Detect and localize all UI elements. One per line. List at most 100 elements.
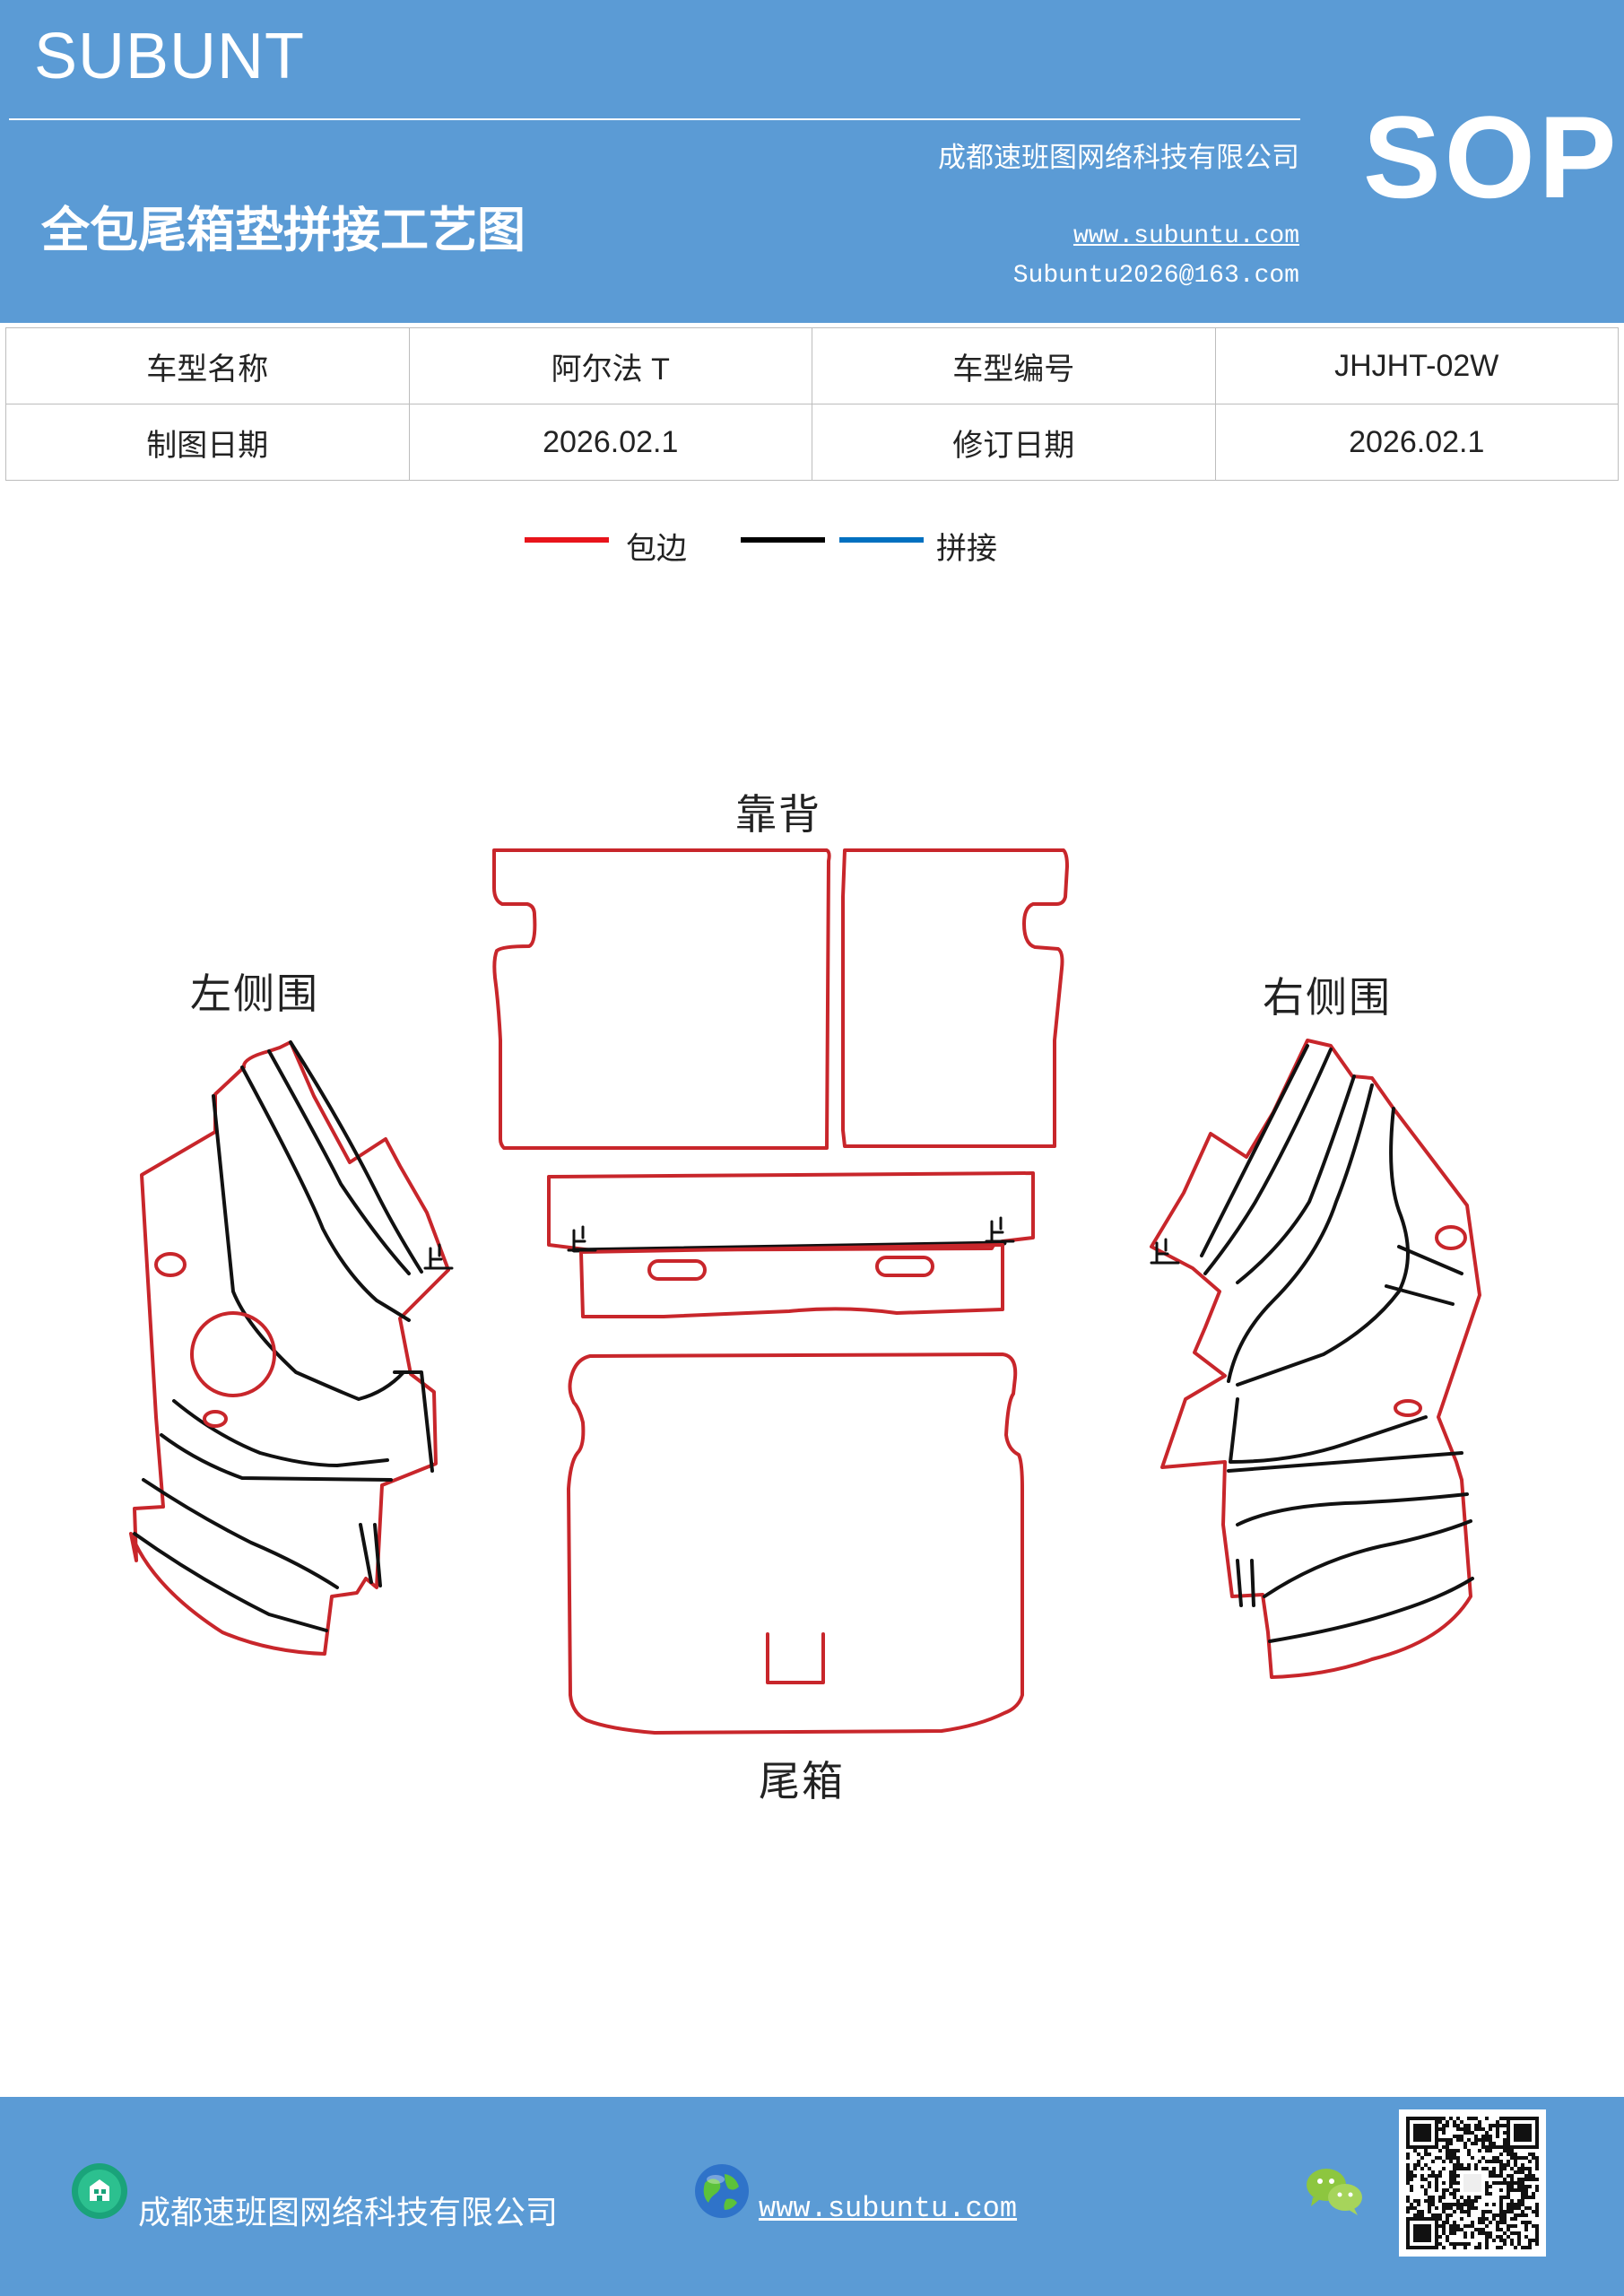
qr-module — [1521, 2203, 1524, 2206]
qr-module — [1446, 2124, 1449, 2127]
qr-module — [1535, 2224, 1539, 2228]
qr-module — [1496, 2156, 1499, 2160]
qr-module — [1524, 2178, 1528, 2181]
qr-module — [1467, 2196, 1471, 2199]
qr-module — [1481, 2138, 1485, 2142]
qr-module — [1489, 2138, 1492, 2142]
qr-module — [1453, 2231, 1456, 2235]
qr-module — [1507, 2149, 1510, 2152]
qr-module — [1492, 2156, 1496, 2160]
qr-module — [1424, 2188, 1428, 2192]
qr-module — [1514, 2163, 1517, 2167]
qr-module — [1431, 2160, 1435, 2163]
right-seam-2 — [1203, 1048, 1333, 1275]
qr-module — [1420, 2213, 1424, 2217]
qr-module — [1499, 2160, 1503, 2163]
qr-module — [1489, 2160, 1492, 2163]
qr-module — [1417, 2203, 1420, 2206]
qr-module — [1489, 2192, 1492, 2196]
table-cell: 车型名称 — [5, 327, 410, 404]
qr-module — [1514, 2246, 1517, 2249]
qr-module — [1499, 2152, 1503, 2156]
table-cell: 阿尔法 T — [408, 327, 812, 404]
qr-module — [1503, 2163, 1507, 2167]
qr-module — [1532, 2178, 1535, 2181]
qr-module — [1528, 2178, 1532, 2181]
qr-module — [1499, 2235, 1503, 2239]
qr-module — [1442, 2167, 1446, 2170]
qr-module — [1463, 2124, 1467, 2127]
qr-module — [1474, 2199, 1478, 2203]
middle-strip-lower — [579, 1243, 1004, 1318]
qr-module — [1449, 2242, 1453, 2246]
footer-website-link[interactable]: www.subuntu.com — [759, 2192, 1018, 2225]
qr-module — [1521, 2156, 1524, 2160]
qr-module — [1521, 2181, 1524, 2185]
qr-module — [1524, 2235, 1528, 2239]
qr-module — [1467, 2124, 1471, 2127]
qr-module — [1456, 2206, 1460, 2210]
qr-module — [1428, 2174, 1431, 2178]
qr-module — [1467, 2163, 1471, 2167]
qr-module — [1481, 2156, 1485, 2160]
table-cell: JHJHT-02W — [1214, 327, 1619, 404]
qr-module — [1517, 2178, 1521, 2181]
qr-module — [1514, 2170, 1517, 2174]
qr-module — [1453, 2221, 1456, 2224]
qr-module — [1449, 2228, 1453, 2231]
qr-module — [1413, 2124, 1431, 2142]
qr-module — [1471, 2203, 1474, 2206]
qr-module — [1528, 2167, 1532, 2170]
right-seam-7 — [1229, 1397, 1428, 1464]
qr-module — [1489, 2221, 1492, 2224]
qr-module — [1478, 2242, 1481, 2246]
qr-module — [1535, 2231, 1539, 2235]
qr-module — [1521, 2196, 1524, 2199]
qr-module — [1481, 2228, 1485, 2231]
qr-module — [1478, 2221, 1481, 2224]
qr-module — [1456, 2149, 1460, 2152]
qr-module — [1417, 2152, 1420, 2156]
right-seam-11 — [1268, 1577, 1474, 1643]
qr-module — [1485, 2167, 1489, 2170]
qr-module — [1499, 2196, 1503, 2199]
qr-module — [1485, 2231, 1489, 2235]
qr-module — [1514, 2124, 1532, 2142]
left-side-group — [129, 1040, 454, 1656]
qr-module — [1524, 2213, 1528, 2217]
qr-module — [1474, 2246, 1478, 2249]
qr-module — [1442, 2145, 1446, 2149]
qr-module — [1474, 2228, 1478, 2231]
qr-module — [1428, 2210, 1431, 2213]
qr-module — [1467, 2213, 1471, 2217]
qr-module — [1503, 2167, 1507, 2170]
vehicle-info-table: 车型名称 阿尔法 T 车型编号 JHJHT-02W 制图日期 2026.02.1… — [5, 327, 1619, 481]
qr-module — [1492, 2181, 1496, 2185]
qr-module — [1456, 2156, 1460, 2160]
qr-module — [1446, 2239, 1449, 2242]
qr-module — [1449, 2224, 1453, 2228]
left-hole-small — [154, 1252, 187, 1277]
qr-module — [1435, 2174, 1438, 2178]
qr-module — [1499, 2117, 1503, 2120]
qr-module — [1503, 2221, 1507, 2224]
qr-module — [1435, 2156, 1438, 2160]
qr-module — [1517, 2181, 1521, 2185]
qr-code[interactable] — [1399, 2109, 1546, 2257]
qr-module — [1489, 2145, 1492, 2149]
qr-module — [1417, 2199, 1420, 2203]
qr-module — [1449, 2181, 1453, 2185]
qr-module — [1460, 2163, 1463, 2167]
qr-module — [1420, 2185, 1424, 2188]
qr-module — [1406, 2181, 1410, 2185]
left-seam-1 — [212, 1094, 405, 1401]
globe-icon — [695, 2164, 749, 2218]
qr-module — [1507, 2185, 1510, 2188]
qr-module — [1460, 2167, 1463, 2170]
qr-module — [1503, 2242, 1507, 2246]
website-link[interactable]: www.subuntu.com — [1073, 222, 1299, 250]
qr-module — [1517, 2235, 1521, 2239]
qr-module — [1524, 2224, 1528, 2228]
qr-module — [1503, 2138, 1507, 2142]
qr-module — [1438, 2170, 1442, 2174]
